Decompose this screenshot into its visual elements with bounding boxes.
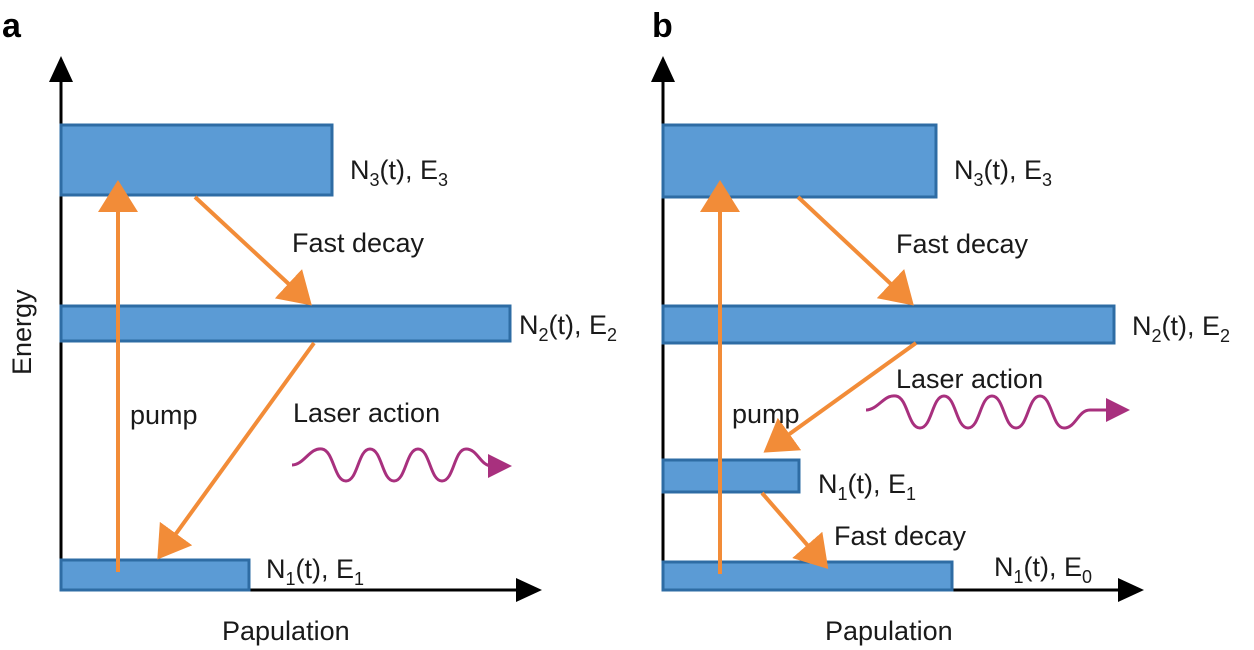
panel-b-fast-decay-upper-label: Fast decay [896,229,1029,259]
panel-a-fast-decay-label: Fast decay [292,228,425,258]
panel-b-x-label: Papulation [825,616,953,646]
panel-a-level-3-label: N3(t), E3 [350,155,448,190]
panel-b-laser-wave [865,394,1130,430]
panel-a-y-label: Energy [7,289,37,375]
panel-b-population-axis-arrowhead [1118,578,1144,602]
panel-a-laser-wave [291,447,512,483]
panel-b-laser-transition-arrow [763,341,918,453]
panel-b-level-3 [661,123,938,199]
panel-b-pump-label: pump [732,399,800,429]
panel-a-laser-transition-arrow [157,341,316,560]
panel-a-level-1 [59,558,251,592]
panel-b-letter: b [652,7,673,45]
panel-a-level-1-label: N1(t), E1 [266,554,364,589]
panel-a-population-axis-arrowhead [516,578,542,602]
panel-b-level-3-label: N3(t), E3 [954,155,1052,190]
panel-b-level-1-label: N1(t), E1 [818,469,916,504]
panel-a: a Energy Papulation N3(t), E3 N2(t), E2 … [2,7,617,646]
panel-b-level-1 [661,458,801,494]
panel-b-laser-action-label: Laser action [896,364,1043,394]
panel-b-fast-decay-lower-arrow [760,491,829,570]
panel-a-level-2-label: N2(t), E2 [519,310,617,345]
panel-b: b Papulation N3(t), E3 N2(t), E2 N1(t), … [651,7,1230,646]
panel-b-level-0-label: N1(t), E0 [994,552,1092,587]
panel-a-level-2 [59,304,512,343]
panel-b-fast-decay-upper-arrow [796,195,914,306]
panel-b-level-0 [661,560,954,592]
panel-a-x-label: Papulation [222,616,350,646]
panel-a-level-3 [59,123,334,197]
panel-b-level-2 [661,304,1116,345]
panel-b-fast-decay-lower-label: Fast decay [834,521,967,551]
panel-b-energy-axis-arrowhead [651,56,675,82]
panel-a-letter: a [2,7,22,45]
panel-a-energy-axis-arrowhead [49,56,73,82]
panel-a-pump-label: pump [130,400,198,430]
panel-a-fast-decay-arrow [193,195,312,306]
panel-a-laser-action-label: Laser action [293,398,440,428]
panel-b-level-2-label: N2(t), E2 [1132,311,1230,346]
